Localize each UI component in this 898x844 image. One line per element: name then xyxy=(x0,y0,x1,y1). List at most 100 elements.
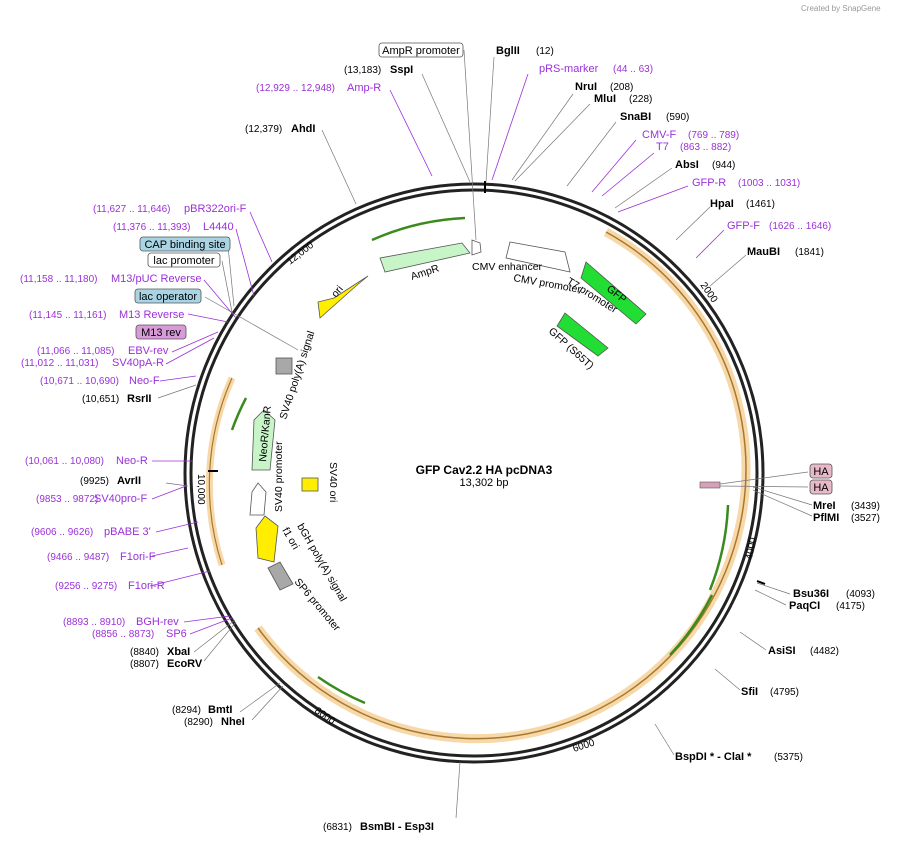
ori-feature xyxy=(317,275,369,319)
primer-pos: (8856 .. 8873) xyxy=(92,629,154,640)
primer-name: L4440 xyxy=(203,221,234,233)
primer-name: SP6 xyxy=(166,628,187,640)
bgh-polya-feature xyxy=(267,561,294,591)
svg-text:HA: HA xyxy=(813,466,829,478)
primer-labels: pRS-marker (44 .. 63) (12,929 .. 12,948)… xyxy=(20,63,831,640)
primer-pos: (8893 .. 8910) xyxy=(63,617,125,628)
enzyme-name: EcoRV xyxy=(167,658,203,670)
primer-name: pRS-marker xyxy=(539,63,599,75)
primer-name: BGH-rev xyxy=(136,616,179,628)
primer-pos: (9853 .. 9872) xyxy=(36,494,98,505)
boxed-label-ha-2: HA xyxy=(809,479,833,495)
enzyme-name: MauBI xyxy=(747,246,780,258)
enzyme-pos: (3527) xyxy=(851,513,880,524)
orf-arrow xyxy=(317,675,366,705)
enzyme-pos: (228) xyxy=(629,94,652,105)
enzyme-pos: (4175) xyxy=(836,601,865,612)
enzyme-name: AsiSI xyxy=(768,645,796,657)
tick-12000: 12,000 xyxy=(285,240,316,268)
primer-name: Neo-F xyxy=(129,375,160,387)
enzyme-name: SspI xyxy=(390,64,413,76)
enzyme-pos: (8290) xyxy=(184,717,213,728)
boxed-label-lac-promoter: lac promoter xyxy=(147,252,221,268)
orf-arrow xyxy=(708,504,730,591)
primer-pos: (9466 .. 9487) xyxy=(47,552,109,563)
orf-arrow xyxy=(230,397,248,431)
tick-6000: 6000 xyxy=(572,737,597,754)
enzyme-name: AvrII xyxy=(117,475,141,487)
orf-arrow xyxy=(371,216,466,242)
enzyme-pos: (8294) xyxy=(172,705,201,716)
primer-pos: (9256 .. 9275) xyxy=(55,581,117,592)
ha-feature xyxy=(699,481,721,489)
enzyme-pos: (4482) xyxy=(810,646,839,657)
enzyme-name: BspDI * - ClaI * xyxy=(675,751,752,763)
primer-name: CMV-F xyxy=(642,129,677,141)
boxed-label-lac-operator: lac operator xyxy=(134,288,202,304)
enzyme-name: RsrII xyxy=(127,393,151,405)
enzyme-pos: (208) xyxy=(610,82,633,93)
gfp-s65t-feature xyxy=(556,312,609,357)
enzyme-pos: (944) xyxy=(712,160,735,171)
primer-name: M13/pUC Reverse xyxy=(111,273,201,285)
enzyme-name: BsmBI - Esp3I xyxy=(360,821,434,833)
f1-ori-feature xyxy=(255,515,279,563)
enzyme-name: BmtI xyxy=(208,704,232,716)
primer-pos: (11,376 .. 11,393) xyxy=(113,222,190,233)
orf-arrow xyxy=(669,594,714,656)
primer-pos: (11,145 .. 11,161) xyxy=(29,310,106,321)
sv40-promoter-label: SV40 promoter xyxy=(273,441,285,512)
primer-name: pBABE 3' xyxy=(104,526,151,538)
enzyme-labels: BglII (12) (13,183) SspI NruI (208) MluI… xyxy=(80,45,880,833)
enzyme-pos: (13,183) xyxy=(344,65,381,76)
enzyme-name: XbaI xyxy=(167,646,190,658)
backbone-inner xyxy=(189,188,759,758)
enzyme-pos: (5375) xyxy=(774,752,803,763)
enzyme-pos: (6831) xyxy=(323,822,352,833)
leader-lines xyxy=(157,49,813,819)
primer-name: SV40pA-R xyxy=(112,357,164,369)
backbone-outer xyxy=(183,182,765,764)
primer-name: F1ori-F xyxy=(120,551,156,563)
primer-pos: (44 .. 63) xyxy=(613,64,653,75)
enzyme-pos: (8807) xyxy=(130,659,159,670)
enzyme-pos: (1461) xyxy=(746,199,775,210)
enzyme-pos: (12) xyxy=(536,46,554,57)
boxed-label-ampr-promoter: AmpR promoter xyxy=(378,42,464,58)
boxed-label-cap-binding-site: CAP binding site xyxy=(139,236,231,252)
svg-text:AmpR promoter: AmpR promoter xyxy=(382,45,460,57)
enzyme-pos: (12,379) xyxy=(245,124,282,135)
primer-name: pBR322ori-F xyxy=(184,203,247,215)
ampr-promoter-feature xyxy=(471,239,482,256)
sv40-promoter-feature xyxy=(249,482,267,516)
primer-name: GFP-R xyxy=(692,177,726,189)
svg-text:lac operator: lac operator xyxy=(139,291,197,303)
enzyme-pos: (10,651) xyxy=(82,394,119,405)
sv40-polya-feature xyxy=(275,357,293,375)
enzyme-name: HpaI xyxy=(710,198,734,210)
neor-feature xyxy=(251,409,276,471)
primer-pos: (10,061 .. 10,080) xyxy=(25,456,104,467)
enzyme-pos: (8840) xyxy=(130,647,159,658)
primer-pos: (11,066 .. 11,085) xyxy=(37,346,114,357)
primer-name: EBV-rev xyxy=(128,345,169,357)
primer-pos: (1626 .. 1646) xyxy=(769,221,831,232)
ampr-feature xyxy=(379,242,471,273)
gfp-feature xyxy=(580,261,647,325)
enzyme-name: PaqCI xyxy=(789,600,820,612)
enzyme-pos: (1841) xyxy=(795,247,824,258)
enzyme-name: AhdI xyxy=(291,123,315,135)
sv40-ori-label: SV40 ori xyxy=(327,462,339,502)
enzyme-name: AbsI xyxy=(675,159,699,171)
primer-pos: (11,012 .. 11,031) xyxy=(21,358,98,369)
enzyme-name: BglII xyxy=(496,45,520,57)
svg-text:lac promoter: lac promoter xyxy=(153,255,214,267)
enzyme-pos: (590) xyxy=(666,112,689,123)
primer-name: SV40pro-F xyxy=(94,493,147,505)
sv40-ori-feature xyxy=(301,477,319,492)
primer-leaders xyxy=(149,73,725,635)
svg-text:M13 rev: M13 rev xyxy=(141,327,181,339)
primer-name: Neo-R xyxy=(116,455,148,467)
primer-name: Amp-R xyxy=(347,82,381,94)
